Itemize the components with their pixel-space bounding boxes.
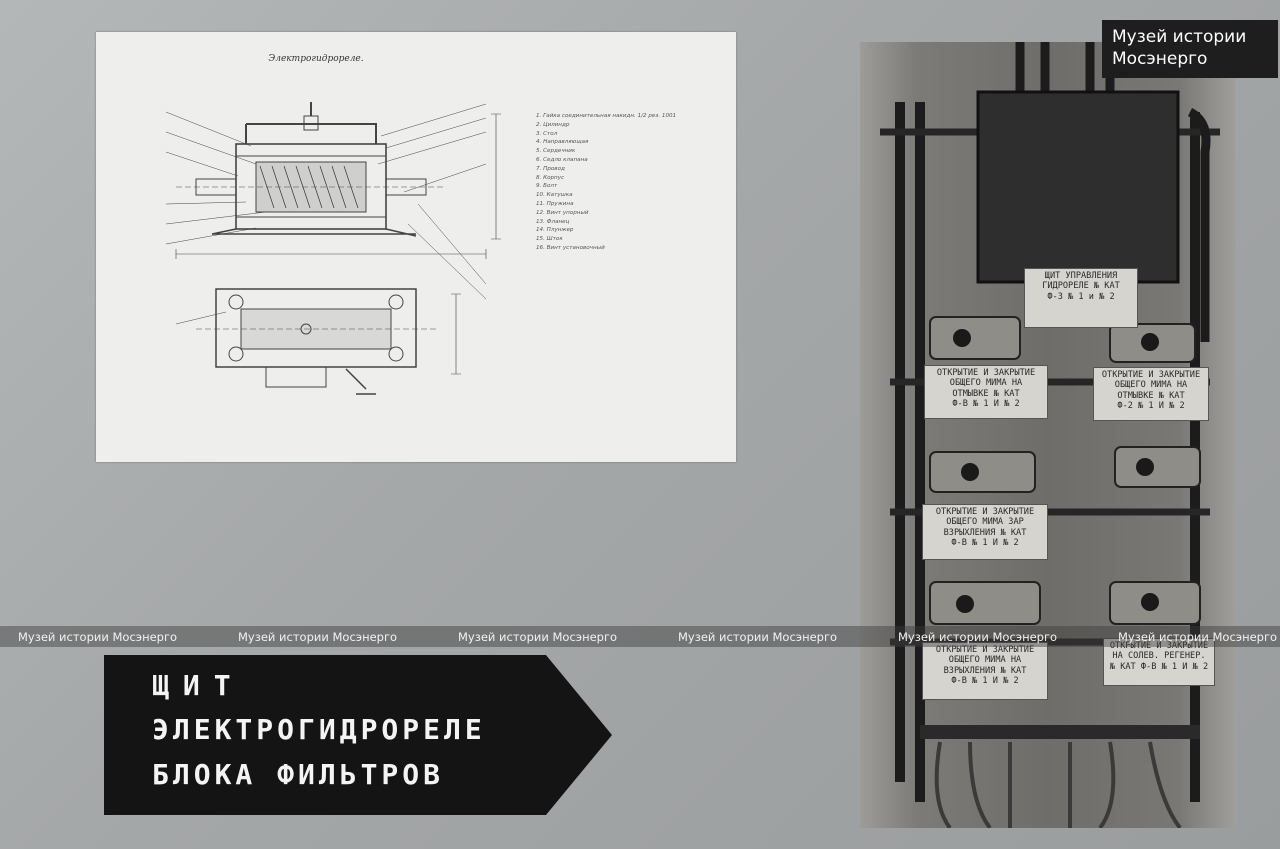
legend-item: 7. Провод bbox=[536, 165, 565, 172]
watermark-strip: Музей истории Мосэнерго Музей истории Мо… bbox=[0, 626, 1280, 647]
legend-item: 9. Болт bbox=[536, 183, 558, 190]
legend-item: 2. Цилиндр bbox=[536, 121, 570, 128]
watermark-text: Музей истории Мосэнерго bbox=[1118, 629, 1278, 644]
watermark-text: Музей истории Мосэнерго bbox=[678, 629, 838, 644]
legend-item: 6. Седло клапана bbox=[536, 156, 588, 163]
drawing-title: Электрогидрореле. bbox=[268, 54, 364, 64]
legend-item: 12. Винт упорный bbox=[536, 209, 589, 216]
drawing-sheet: Электрогидрореле. bbox=[96, 32, 736, 462]
panel-plate: ОТКРЫТИЕ И ЗАКРЫТИЕ ОБЩЕГО МИМА НА ОТМЫВ… bbox=[924, 365, 1048, 419]
panel-plate: ОТКРЫТИЕ И ЗАКРЫТИЕ НА СОЛЕВ. РЕГЕНЕР. №… bbox=[1103, 638, 1215, 686]
panel-plate: ОТКРЫТИЕ И ЗАКРЫТИЕ ОБЩЕГО МИМА НА ОТМЫВ… bbox=[1093, 367, 1209, 421]
watermark-text: Музей истории Мосэнерго bbox=[238, 629, 398, 644]
watermark-text: Музей истории Мосэнерго bbox=[18, 629, 178, 644]
legend-item: 3. Стол bbox=[536, 130, 558, 137]
museum-badge-line2: Мосэнерго bbox=[1112, 49, 1208, 69]
legend-item: 13. Фланец bbox=[536, 218, 570, 225]
legend-item: 14. Плунжер bbox=[536, 227, 574, 234]
legend-item: 11. Пружина bbox=[536, 200, 574, 207]
panel-plate: ОТКРЫТИЕ И ЗАКРЫТИЕ ОБЩЕГО МИМА НА ВЗРЫХ… bbox=[922, 642, 1048, 700]
legend-item: 16. Винт установочный bbox=[536, 244, 605, 251]
watermark-text: Музей истории Мосэнерго bbox=[898, 629, 1058, 644]
legend-item: 8. Корпус bbox=[536, 174, 565, 181]
panel-photo-graphic bbox=[880, 42, 1220, 828]
watermark-text: Музей истории Мосэнерго bbox=[458, 629, 618, 644]
museum-badge-line1: Музей истории bbox=[1112, 27, 1247, 47]
drawing-legend: 1. Гайка соединительная накидн. 1/2 рез.… bbox=[536, 112, 726, 253]
caption-line-1: ЩИТ bbox=[152, 669, 245, 702]
legend-item: 15. Шток bbox=[536, 236, 563, 243]
caption-line-2: ЭЛЕКТРОГИДРОРЕЛЕ bbox=[152, 713, 486, 746]
legend-item: 10. Катушка bbox=[536, 192, 573, 199]
museum-badge: Музей истории Мосэнерго bbox=[1102, 20, 1278, 78]
legend-item: 5. Сердечник bbox=[536, 148, 576, 155]
relay-drawing bbox=[165, 102, 501, 395]
panel-plate-title: ЩИТ УПРАВЛЕНИЯ ГИДРОРЕЛЕ № КАТ Ф-3 № 1 и… bbox=[1024, 268, 1138, 328]
legend-item: 1. Гайка соединительная накидн. 1/2 рез.… bbox=[536, 113, 677, 119]
legend-item: 4. Направляющая bbox=[536, 139, 589, 146]
caption-arrow: ЩИТ ЭЛЕКТРОГИДРОРЕЛЕ БЛОКА ФИЛЬТРОВ bbox=[104, 655, 612, 815]
panel-plate: ОТКРЫТИЕ И ЗАКРЫТИЕ ОБЩЕГО МИМА ЗАР ВЗРЫ… bbox=[922, 504, 1048, 560]
panel-photo: ЩИТ УПРАВЛЕНИЯ ГИДРОРЕЛЕ № КАТ Ф-3 № 1 и… bbox=[860, 42, 1236, 828]
caption-line-3: БЛОКА ФИЛЬТРОВ bbox=[152, 758, 445, 791]
